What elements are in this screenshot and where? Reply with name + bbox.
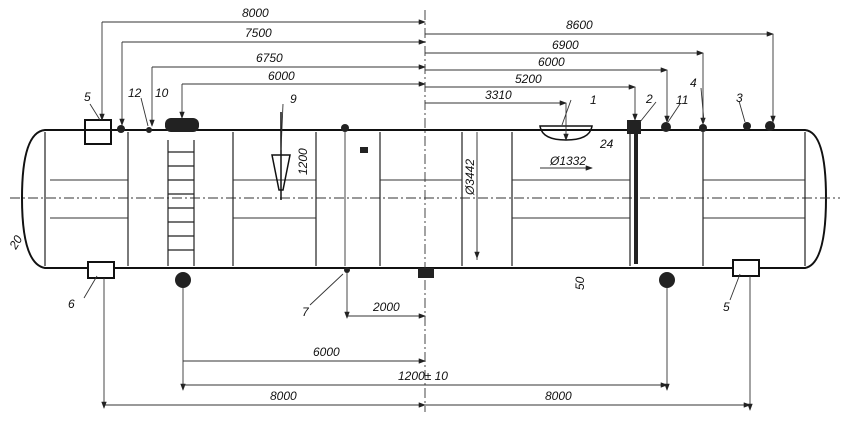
dim-8000-bottom-right: 8000 <box>545 389 572 403</box>
top-dimension-lines <box>99 19 776 171</box>
callout-2: 2 <box>645 92 653 106</box>
dim-8000-bottom-left: 8000 <box>270 389 297 403</box>
callout-12: 12 <box>128 86 142 100</box>
dim-2000: 2000 <box>372 300 400 314</box>
ladder <box>167 140 195 266</box>
callout-3: 3 <box>736 91 743 105</box>
callout-5-bottom: 5 <box>723 300 730 314</box>
callout-5-top: 5 <box>84 90 91 104</box>
dim-6000-top-right: 6000 <box>538 55 565 69</box>
callout-7: 7 <box>302 305 310 319</box>
callout-6: 6 <box>68 297 75 311</box>
callout-11: 11 <box>676 93 688 107</box>
dim-wall: 20 <box>6 233 25 253</box>
callout-4: 4 <box>690 76 697 90</box>
dim-6000-top-left: 6000 <box>268 69 295 83</box>
callout-10: 10 <box>155 86 169 100</box>
fittings <box>84 112 775 288</box>
dim-7500: 7500 <box>245 26 272 40</box>
dim-hatch-diameter: Ø1332 <box>549 154 586 168</box>
dim-bottom-50: 50 <box>573 276 587 290</box>
dim-1200-tolerance: 1200± 10 <box>398 369 448 383</box>
dim-diameter: Ø3442 <box>463 159 477 196</box>
dim-1200-vertical: 1200 <box>296 148 310 175</box>
dim-3310: 3310 <box>485 88 512 102</box>
dim-6000-bottom: 6000 <box>313 345 340 359</box>
dim-hatch-offset: 24 <box>599 137 614 151</box>
dim-8600: 8600 <box>566 18 593 32</box>
dim-6750: 6750 <box>256 51 283 65</box>
dim-8000-top: 8000 <box>242 6 269 20</box>
callout-9: 9 <box>290 92 297 106</box>
dim-6900: 6900 <box>552 38 579 52</box>
callout-1: 1 <box>590 93 597 107</box>
dim-5200: 5200 <box>515 72 542 86</box>
bottom-dimension-lines <box>101 140 753 411</box>
